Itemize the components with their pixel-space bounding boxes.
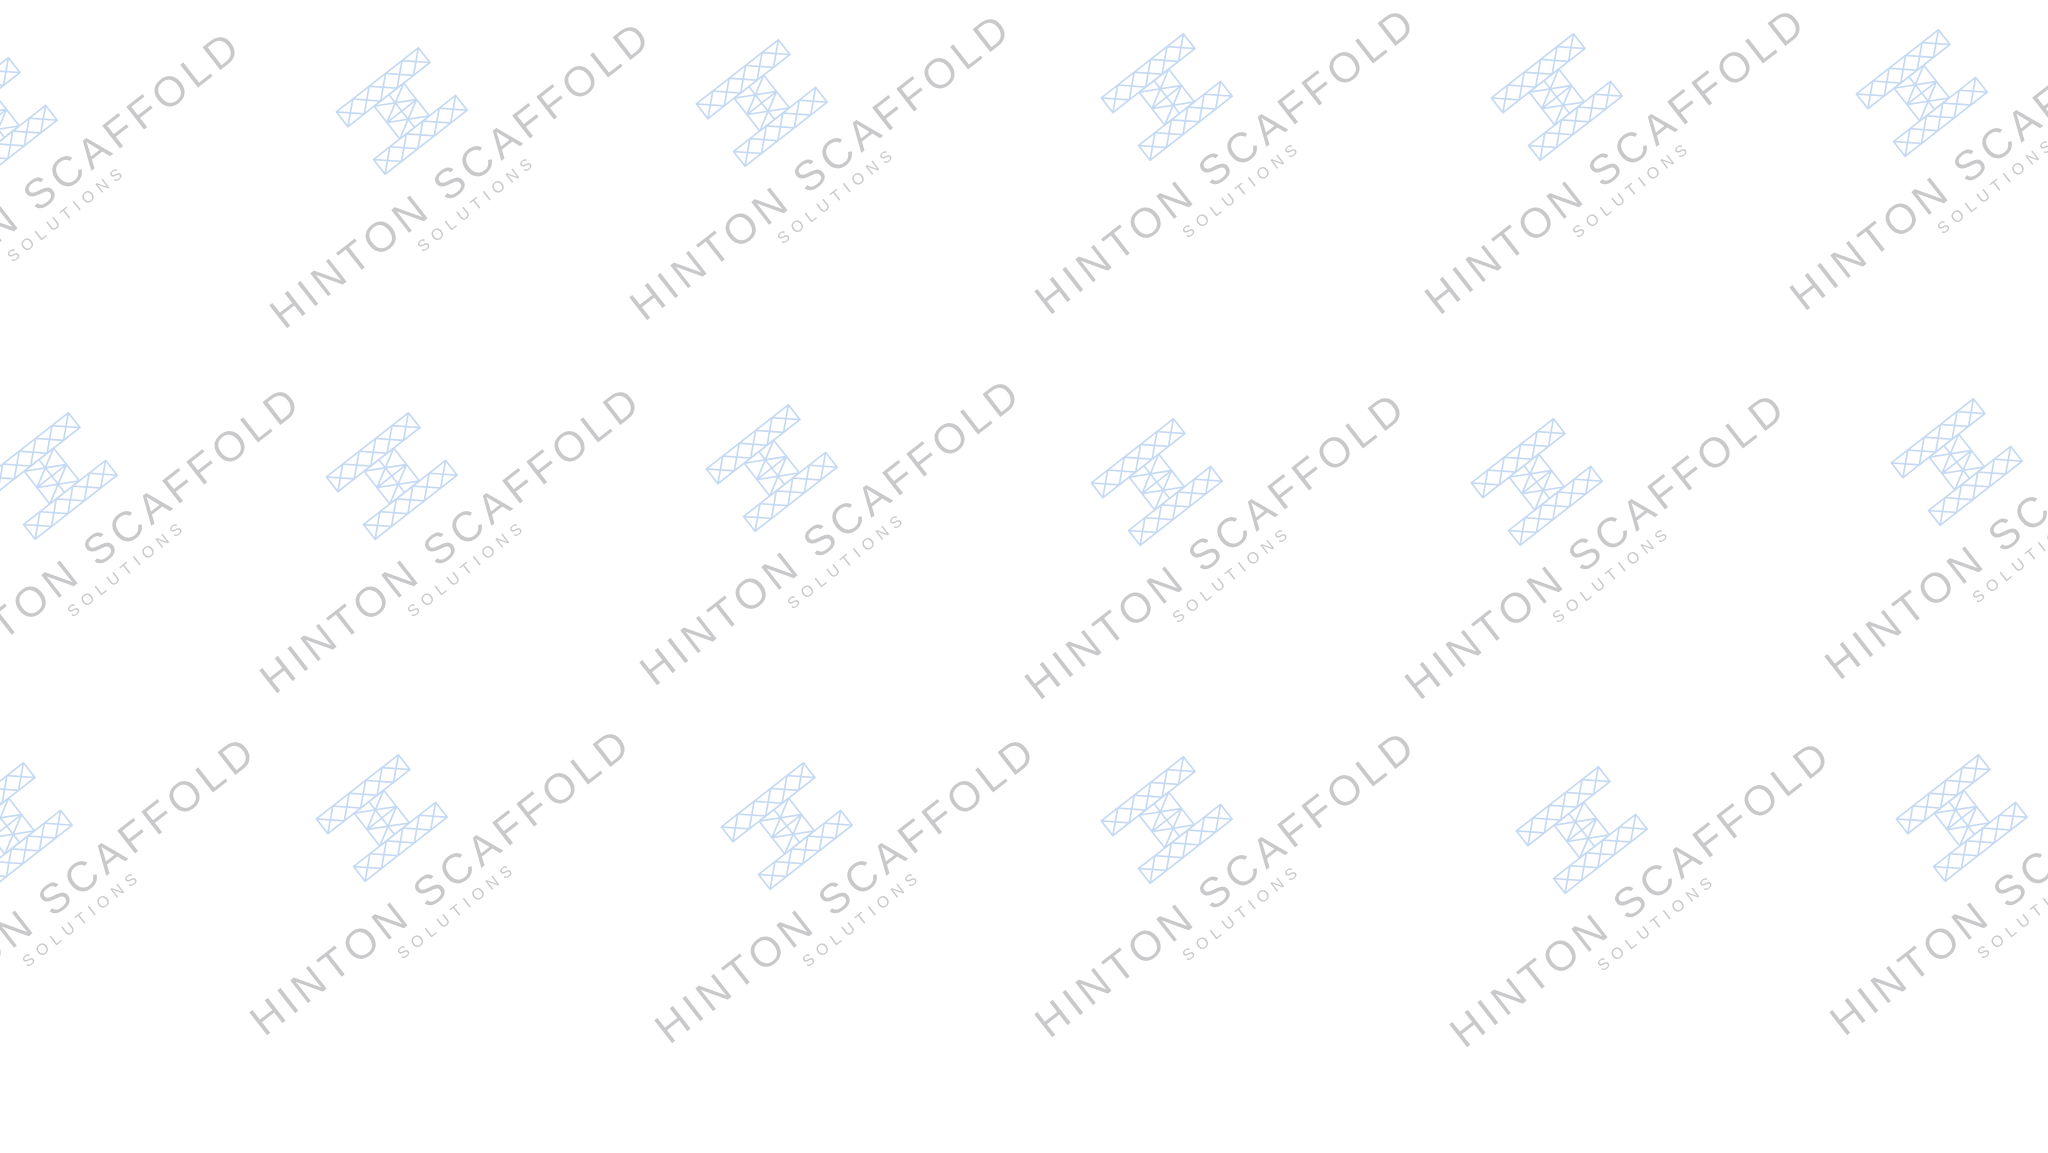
watermark-tile: HINTON SCAFFOLDSOLUTIONS [1395, 0, 1816, 323]
watermark-tile: HINTON SCAFFOLDSOLUTIONS [1795, 361, 2048, 688]
watermark-tile: HINTON SCAFFOLDSOLUTIONS [0, 20, 251, 347]
watermark-tile: HINTON SCAFFOLDSOLUTIONS [1005, 719, 1426, 1046]
watermark-tile: HINTON SCAFFOLDSOLUTIONS [1800, 717, 2048, 1044]
watermark-tile: HINTON SCAFFOLDSOLUTIONS [610, 367, 1031, 694]
watermark-tile: HINTON SCAFFOLDSOLUTIONS [995, 381, 1416, 708]
watermark-tile: HINTON SCAFFOLDSOLUTIONS [0, 725, 266, 1052]
watermark-tile: HINTON SCAFFOLDSOLUTIONS [1375, 381, 1796, 708]
watermark-tile: HINTON SCAFFOLDSOLUTIONS [1420, 729, 1841, 1056]
watermark-tile: HINTON SCAFFOLDSOLUTIONS [240, 10, 661, 337]
watermark-tile: HINTON SCAFFOLDSOLUTIONS [625, 725, 1046, 1052]
watermark-tile: HINTON SCAFFOLDSOLUTIONS [1005, 0, 1426, 323]
watermark-tile: HINTON SCAFFOLDSOLUTIONS [230, 375, 651, 702]
watermark-tile: HINTON SCAFFOLDSOLUTIONS [600, 2, 1021, 329]
watermark-tile: HINTON SCAFFOLDSOLUTIONS [1760, 0, 2048, 319]
watermark-tile: HINTON SCAFFOLDSOLUTIONS [220, 717, 641, 1044]
